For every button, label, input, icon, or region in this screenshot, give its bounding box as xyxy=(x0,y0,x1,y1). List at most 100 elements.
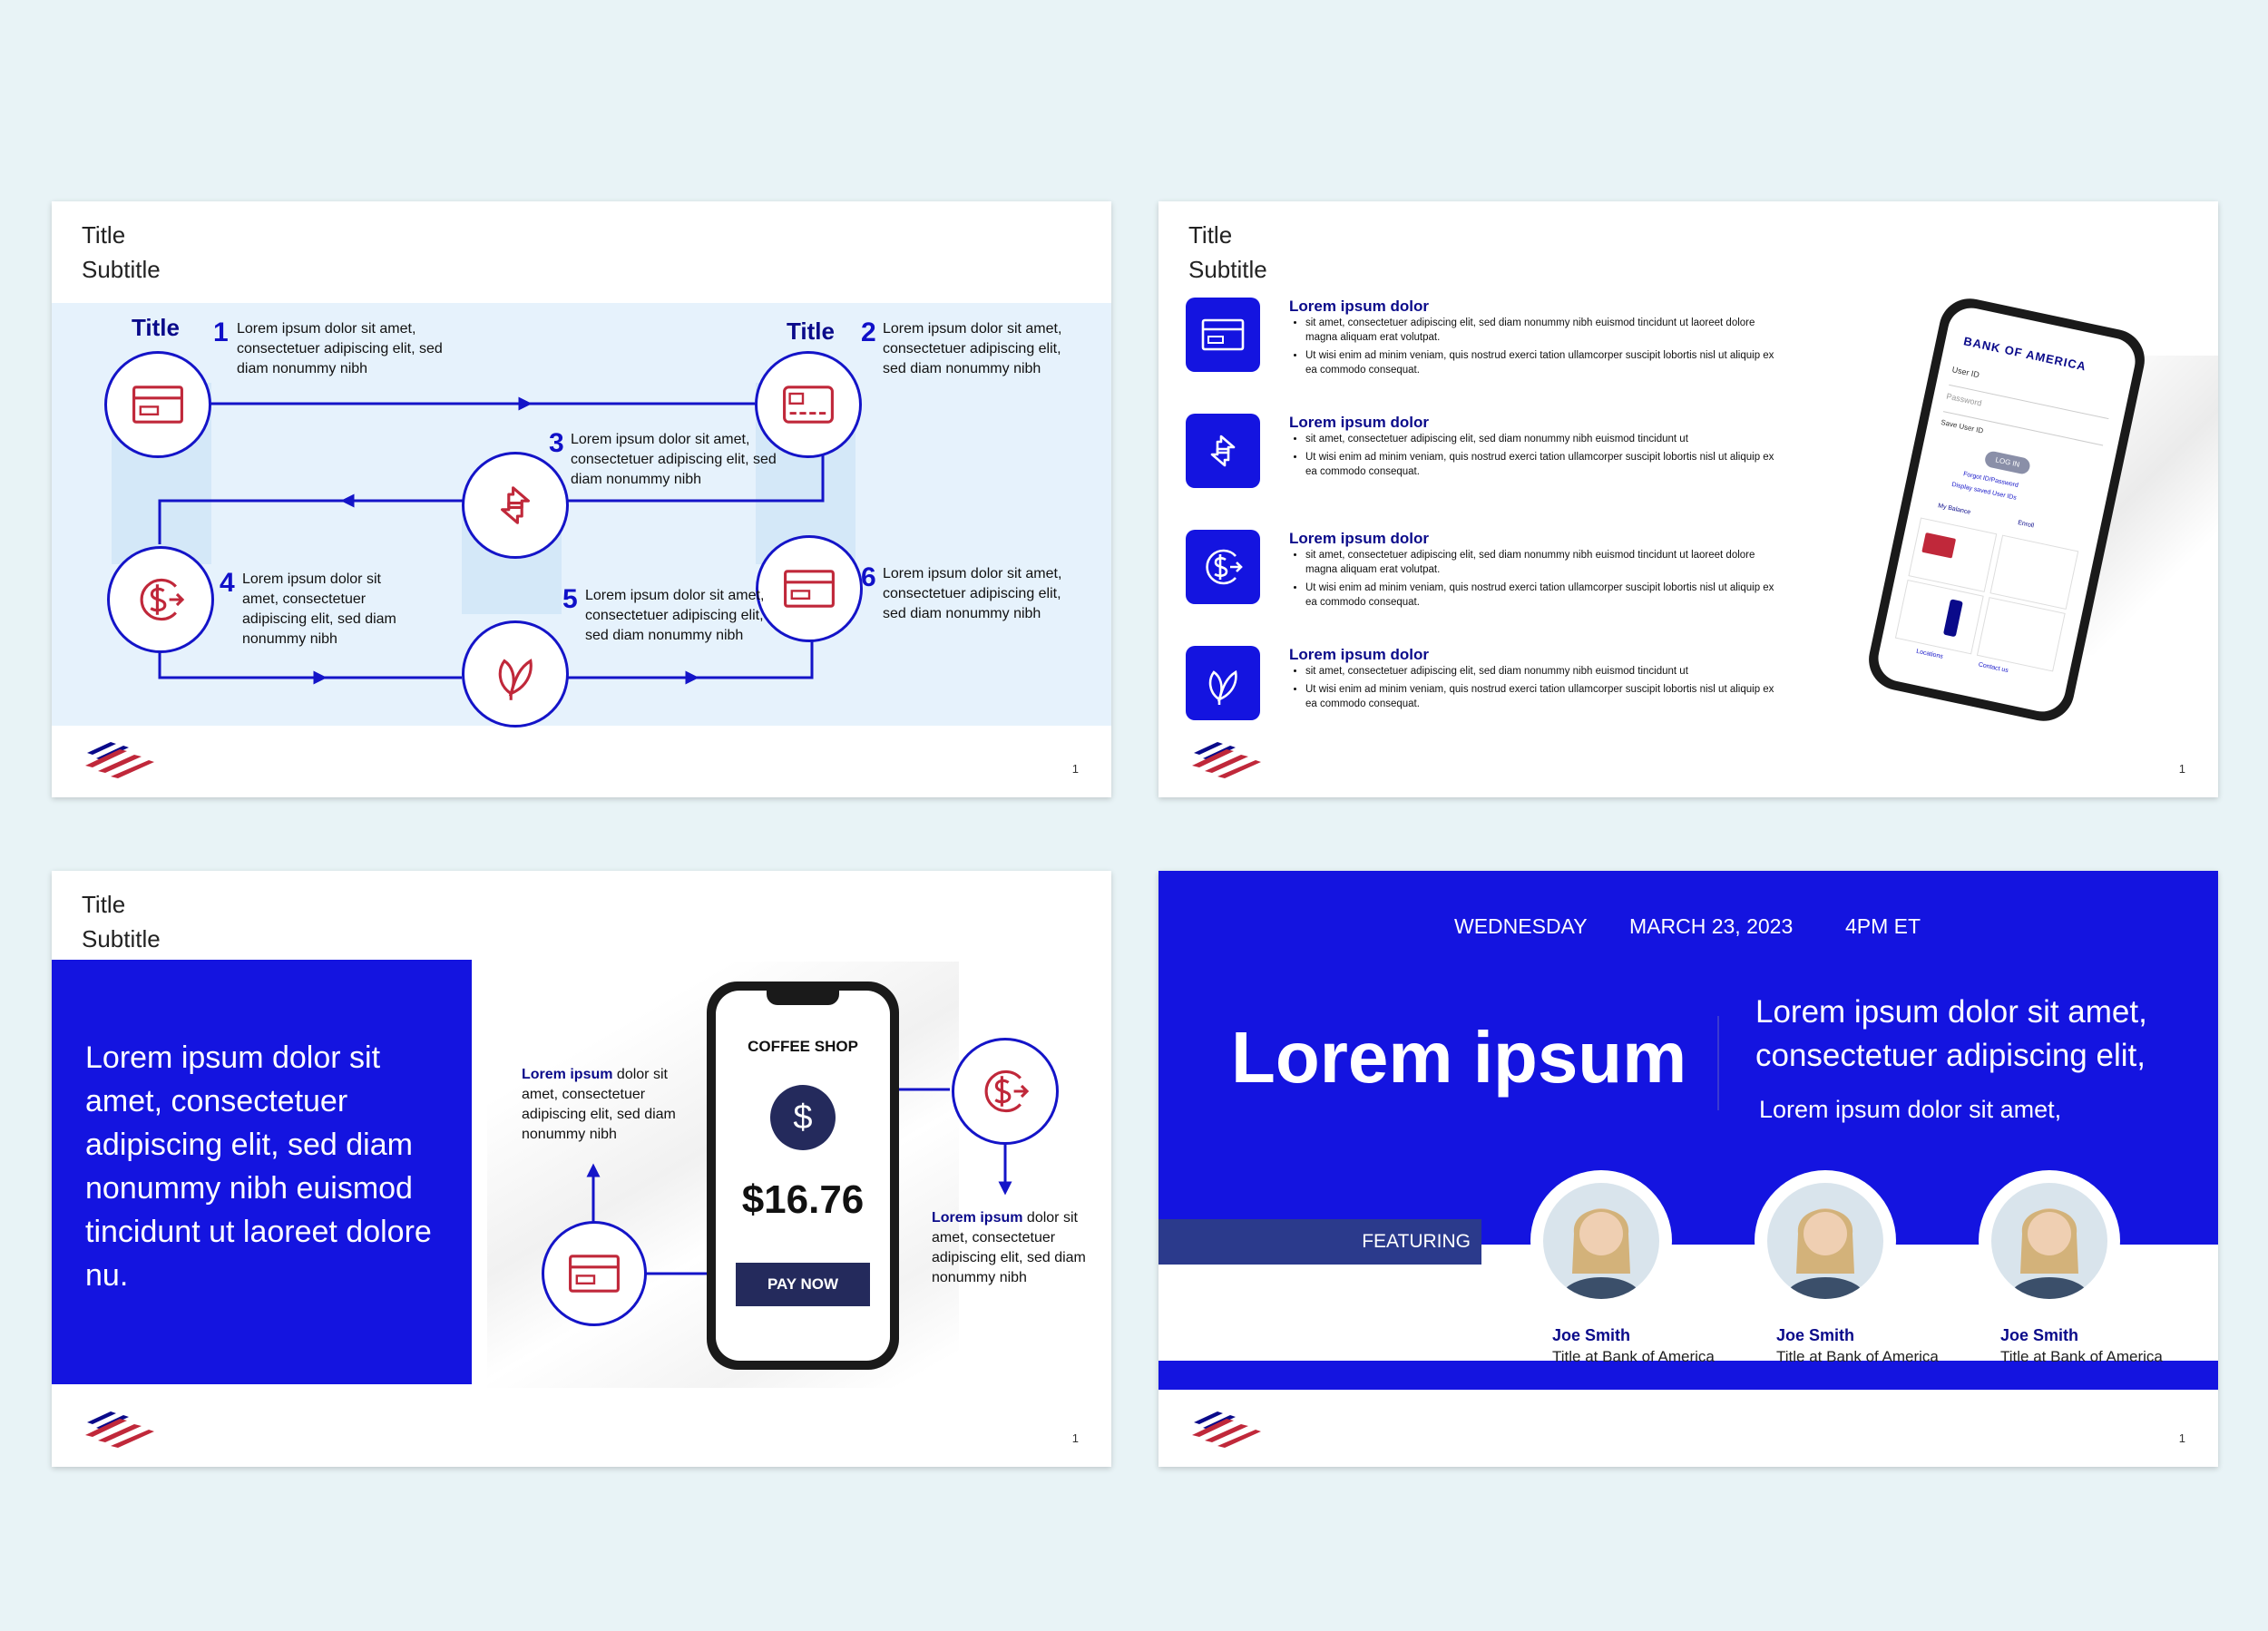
dollar-refresh-icon xyxy=(128,567,193,632)
event-day: WEDNESDAY xyxy=(1454,914,1588,938)
flow-band xyxy=(52,303,1111,726)
feature-icon-tile xyxy=(1186,646,1260,720)
step-1-text: Lorem ipsum dolor sit amet, consectetuer… xyxy=(237,321,443,376)
transfer-icon xyxy=(483,473,548,538)
bullet: Ut wisi enim ad minim veniam, quis nostr… xyxy=(1305,348,1777,377)
speaker-photo xyxy=(1543,1183,1659,1299)
node-5-circle xyxy=(462,620,569,728)
slide-title: Title xyxy=(82,891,126,918)
enroll-link: Enroll xyxy=(2017,519,2035,530)
step-3-number: 3 xyxy=(549,428,564,458)
balance-link: My Balance xyxy=(1937,503,1971,516)
phone-brand: BANK OF AMERICA xyxy=(1962,334,2088,374)
node-2-circle xyxy=(755,351,862,458)
shop-name: COFFEE SHOP xyxy=(748,1038,858,1055)
speaker-title: Title at Bank of America xyxy=(1776,1348,1939,1365)
bullet: Ut wisi enim ad minim veniam, quis nostr… xyxy=(1305,581,1777,610)
login-button: LOG IN xyxy=(1983,450,2032,476)
transfer-icon xyxy=(1196,424,1250,478)
step-2-number: 2 xyxy=(861,317,876,347)
bank-logo xyxy=(1190,1408,1263,1448)
step-1-number: 1 xyxy=(213,317,229,347)
bank-logo xyxy=(1190,738,1263,778)
node-1-circle xyxy=(104,351,211,458)
callout-bold: Lorem ipsum xyxy=(522,1067,613,1082)
speaker-photo xyxy=(1767,1183,1883,1299)
node-6-circle xyxy=(756,535,863,642)
speaker-name: Joe Smith xyxy=(1776,1326,1855,1344)
slide-features-phone[interactable]: Title Subtitle Lorem ipsum dolor sit ame… xyxy=(1158,201,2218,797)
bullet: sit amet, consectetuer adipiscing elit, … xyxy=(1305,664,1777,679)
dollar-node xyxy=(952,1038,1059,1145)
feature-bullets: sit amet, consectetuer adipiscing elit, … xyxy=(1289,548,1777,613)
slide-title: Title xyxy=(1188,221,1233,249)
bullet: sit amet, consectetuer adipiscing elit, … xyxy=(1305,316,1777,345)
tile-dollar xyxy=(1976,597,2066,672)
phone-notch xyxy=(767,991,839,1005)
payment-amount: $16.76 xyxy=(741,1177,865,1222)
col-title-left: Title xyxy=(132,314,180,341)
callout-text: dolor sit amet, consectetuer adipiscing … xyxy=(522,1067,676,1142)
save-user-id: Save User ID xyxy=(1940,417,1984,435)
feature-heading: Lorem ipsum dolor xyxy=(1289,530,1429,547)
feature-item: Lorem ipsum dolor sit amet, consectetuer… xyxy=(1186,298,1839,388)
step-4-text: Lorem ipsum dolor sit amet, consectetuer… xyxy=(242,571,396,647)
bank-logo xyxy=(83,1408,156,1448)
speaker-title: Title at Bank of America xyxy=(2000,1348,2163,1365)
slide-title: Title xyxy=(82,221,126,249)
slide-event[interactable]: WEDNESDAY MARCH 23, 2023 4PM ET Lorem ip… xyxy=(1158,871,2218,1467)
bullet: sit amet, consectetuer adipiscing elit, … xyxy=(1305,548,1777,577)
slide-coffee-shop[interactable]: Title Subtitle Lorem ipsum dolor sit ame… xyxy=(52,871,1111,1467)
slide-process-flow[interactable]: Title Subtitle Title Title 1 Lorem ipsum… xyxy=(52,201,1111,797)
feature-icon-tile xyxy=(1186,530,1260,604)
feature-heading: Lorem ipsum dolor xyxy=(1289,646,1429,663)
page-number: 1 xyxy=(2178,762,2185,776)
speaker-title: Title at Bank of America xyxy=(1552,1348,1715,1365)
panel-text: Lorem ipsum dolor sit amet, consectetuer… xyxy=(85,1040,432,1293)
bank-logo xyxy=(83,738,156,778)
card-icon xyxy=(125,372,191,437)
right-callout: Lorem ipsum dolor sit amet, consectetuer… xyxy=(932,1208,1104,1288)
step-6-text: Lorem ipsum dolor sit amet, consectetuer… xyxy=(883,566,1062,621)
step-2-text: Lorem ipsum dolor sit amet, consectetuer… xyxy=(883,321,1062,376)
dollar-refresh-icon xyxy=(973,1059,1038,1124)
blue-bottom-bar xyxy=(1158,1361,2218,1390)
phone-mockup: COFFEE SHOP $ $16.76 PAY NOW xyxy=(707,982,899,1370)
bullet: sit amet, consectetuer adipiscing elit, … xyxy=(1305,432,1777,446)
locations-link: Locations xyxy=(1915,648,1944,660)
step-5-text: Lorem ipsum dolor sit amet, consectetuer… xyxy=(585,588,765,643)
tile-bank xyxy=(1989,534,2079,610)
feature-heading: Lorem ipsum dolor xyxy=(1289,298,1429,315)
speaker-name: Joe Smith xyxy=(1552,1326,1631,1344)
card-icon xyxy=(562,1241,627,1306)
blue-panel: Lorem ipsum dolor sit amet, consectetuer… xyxy=(52,960,472,1384)
leaf-icon xyxy=(483,641,548,707)
connector-lines xyxy=(586,1088,1012,1275)
dollar-refresh-icon xyxy=(1196,540,1250,594)
headline: Lorem ipsum xyxy=(1231,1017,1687,1098)
step-5-number: 5 xyxy=(562,584,578,614)
person-avatar-icon xyxy=(2008,1208,2091,1299)
node-4-circle xyxy=(107,546,214,653)
slide-subtitle: Subtitle xyxy=(1188,256,1267,283)
tile-cards xyxy=(1908,517,1998,592)
feature-bullets: sit amet, consectetuer adipiscing elit, … xyxy=(1289,316,1777,381)
feature-item: Lorem ipsum dolor sit amet, consectetuer… xyxy=(1186,646,1839,737)
callout-text: dolor sit amet, consectetuer adipiscing … xyxy=(932,1210,1086,1285)
page-number: 1 xyxy=(1071,762,1079,776)
page-number: 1 xyxy=(1071,1431,1079,1445)
chip-card-icon xyxy=(776,372,841,437)
page-number: 1 xyxy=(2178,1431,2185,1445)
speaker-photo xyxy=(1991,1183,2107,1299)
featuring-label: FEATURING xyxy=(1158,1219,1481,1265)
divider xyxy=(1717,1016,1719,1110)
person-avatar-icon xyxy=(1559,1208,1643,1299)
person-avatar-icon xyxy=(1784,1208,1867,1299)
pay-now-button[interactable]: PAY NOW xyxy=(736,1263,870,1306)
feature-icon-tile xyxy=(1186,414,1260,488)
event-time: 4PM ET xyxy=(1845,914,1921,938)
event-date: MARCH 23, 2023 xyxy=(1629,914,1794,938)
step-3-text: Lorem ipsum dolor sit amet, consectetuer… xyxy=(571,432,777,487)
feature-item: Lorem ipsum dolor sit amet, consectetuer… xyxy=(1186,530,1839,620)
feature-bullets: sit amet, consectetuer adipiscing elit, … xyxy=(1289,432,1777,483)
